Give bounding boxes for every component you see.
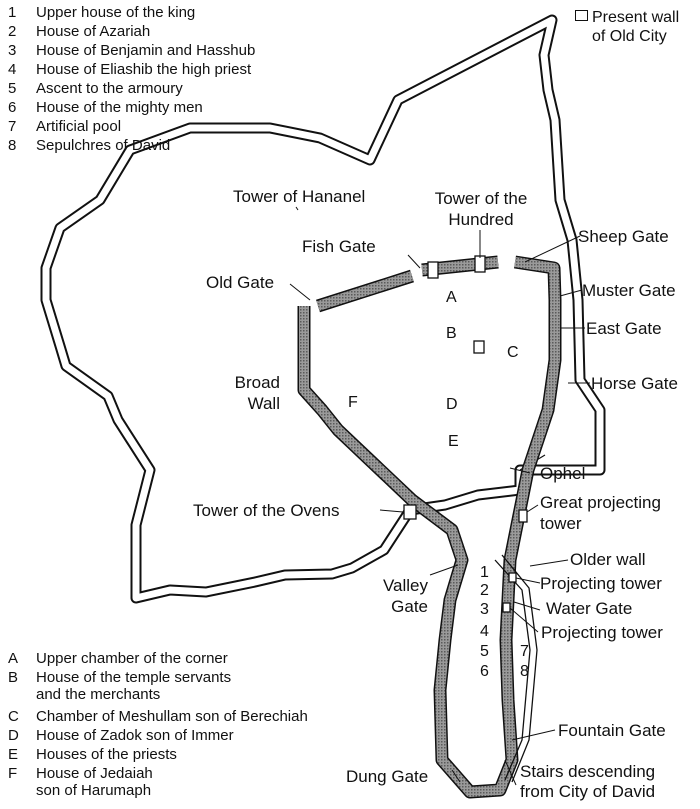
legend-key: C	[8, 708, 19, 725]
legend-item-d: D House of Zadok son of Immer	[8, 727, 234, 744]
legend-text: Sepulchres of David	[36, 137, 171, 154]
legend-key: 7	[8, 118, 17, 135]
label-older-wall: Older wall	[570, 550, 646, 569]
legend-item-4: 4 House of Eliashib the high priest	[8, 61, 251, 78]
map-marker-2: 2	[480, 582, 489, 599]
legend-text: Upper chamber of the corner	[36, 650, 228, 667]
leader-lines	[289, 206, 590, 786]
label-water-gate: Water Gate	[546, 599, 633, 618]
legend-text: House of the temple servants and the mer…	[36, 669, 232, 703]
legend-item-7: 7 Artificial pool	[8, 118, 121, 135]
present-wall-key-label: Present wall of Old City	[592, 9, 680, 45]
legend-text: House of Eliashib the high priest	[36, 61, 252, 78]
legend-text: House of Zadok son of Immer	[36, 727, 234, 744]
label-tower-of-hananel: Tower of Hananel	[233, 187, 366, 206]
label-stairs-descending: Stairs descending from City of David	[520, 762, 656, 801]
label-horse-gate: Horse Gate	[591, 374, 678, 393]
map-marker-5: 5	[480, 643, 489, 660]
tower-of-the-hundred-mark	[474, 255, 486, 273]
great-projecting-tower-mark	[518, 509, 528, 523]
temple-building-mark	[473, 340, 485, 354]
legend-item-3: 3 House of Benjamin and Hasshub	[8, 42, 255, 59]
nehemiah-wall	[297, 255, 562, 799]
map-marker-7: 7	[520, 643, 529, 660]
legend-key: B	[8, 669, 19, 686]
label-tower-of-the-hundred: Tower of the Hundred	[434, 189, 528, 229]
legend-key: 1	[8, 4, 17, 21]
label-muster-gate: Muster Gate	[582, 281, 676, 300]
legend-item-8: 8 Sepulchres of David	[8, 137, 170, 154]
map-marker-b: B	[446, 325, 457, 342]
legend-item-e: E Houses of the priests	[8, 746, 177, 763]
label-fountain-gate: Fountain Gate	[558, 721, 666, 740]
legend-text: House of the mighty men	[36, 99, 203, 116]
legend-key: 5	[8, 80, 17, 97]
projecting-tower-2-mark	[502, 602, 511, 613]
legend-text: Ascent to the armoury	[36, 80, 183, 97]
legend-text: House of Azariah	[36, 23, 151, 40]
label-fish-gate: Fish Gate	[302, 237, 376, 256]
legend-key: 3	[8, 42, 17, 59]
label-valley-gate: Valley Gate	[382, 576, 428, 616]
legend-text: Upper house of the king	[36, 4, 196, 21]
map-marker-a: A	[446, 289, 457, 306]
legend-key: 4	[8, 61, 17, 78]
label-broad-wall: Broad Wall	[234, 373, 280, 413]
legend-item-6: 6 House of the mighty men	[8, 99, 203, 116]
label-great-projecting-tower: Great projecting tower	[540, 493, 661, 533]
legend-text: Houses of the priests	[36, 746, 177, 763]
map-marker-3: 3	[480, 601, 489, 618]
label-projecting-tower-1: Projecting tower	[540, 574, 662, 593]
label-projecting-tower-2: Projecting tower	[541, 623, 663, 642]
label-dung-gate: Dung Gate	[346, 767, 429, 786]
legend-text: Artificial pool	[36, 118, 122, 135]
legend-item-b: B House of the temple servants and the me…	[8, 669, 231, 703]
map-marker-4: 4	[480, 623, 489, 640]
legend-item-a: A Upper chamber of the corner	[8, 650, 228, 667]
present-wall-swatch	[575, 10, 588, 21]
legend-key: E	[8, 746, 19, 763]
map-marker-c: C	[507, 344, 519, 361]
legend-item-2: 2 House of Azariah	[8, 23, 150, 40]
legend-item-c: C Chamber of Meshullam son of Berechiah	[8, 708, 308, 725]
legend-key: D	[8, 727, 19, 744]
tower-of-the-ovens-mark	[403, 504, 417, 520]
label-ophel: Ophel	[540, 464, 586, 483]
map-marker-d: D	[446, 396, 458, 413]
tower-of-hananel-mark	[427, 261, 439, 279]
legend-item-f: F House of Jedaiah son of Harumaph	[8, 765, 153, 799]
projecting-tower-1-mark	[508, 572, 517, 583]
label-sheep-gate: Sheep Gate	[578, 227, 669, 246]
legend-text: Chamber of Meshullam son of Berechiah	[36, 708, 308, 725]
legend-item-5: 5 Ascent to the armoury	[8, 80, 183, 97]
legend-key: A	[8, 650, 19, 667]
legend-item-1: 1 Upper house of the king	[8, 4, 195, 21]
label-old-gate: Old Gate	[206, 273, 275, 292]
legend-key: 8	[8, 137, 17, 154]
legend-key: 2	[8, 23, 17, 40]
map-marker-1: 1	[480, 564, 489, 581]
label-tower-of-the-ovens: Tower of the Ovens	[193, 501, 340, 520]
label-east-gate: East Gate	[586, 319, 662, 338]
legend-text: House of Benjamin and Hasshub	[36, 42, 256, 59]
legend-key: 6	[8, 99, 17, 116]
map-marker-e: E	[448, 433, 459, 450]
map-marker-6: 6	[480, 663, 489, 680]
legend-key: F	[8, 765, 18, 782]
map-marker-f: F	[348, 394, 358, 411]
legend-text: House of Jedaiah son of Harumaph	[36, 765, 153, 799]
map-marker-8: 8	[520, 663, 529, 680]
